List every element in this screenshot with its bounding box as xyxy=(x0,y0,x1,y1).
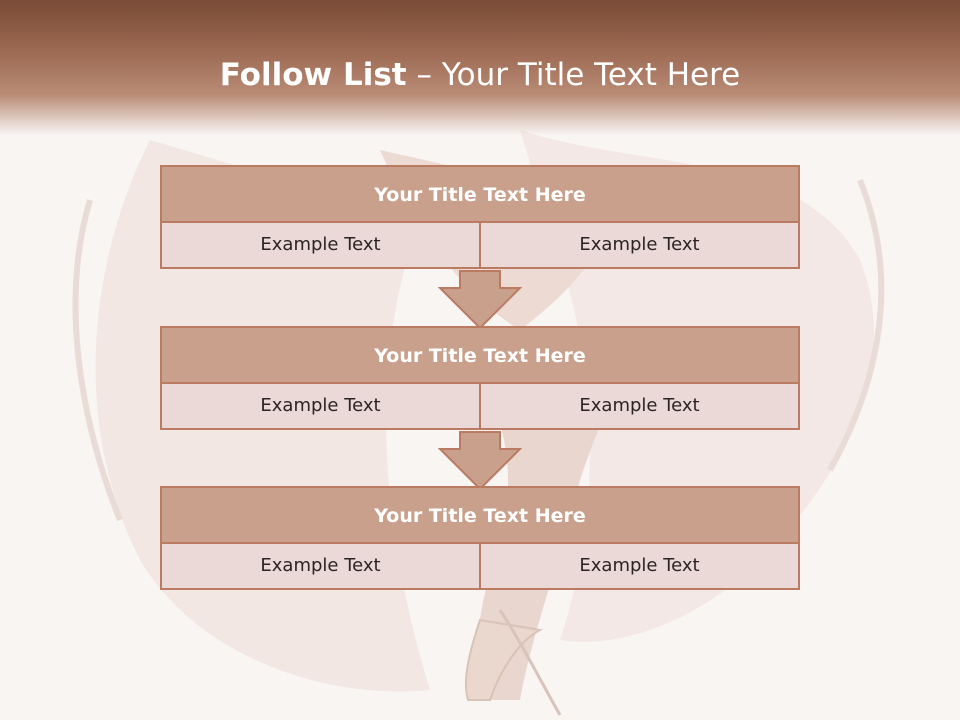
step-row: Example Text Example Text xyxy=(162,223,798,267)
slide-title: Follow List – Your Title Text Here xyxy=(0,53,960,97)
step-cell-left: Example Text xyxy=(162,384,479,428)
step-cell-right: Example Text xyxy=(479,544,798,588)
down-arrow-icon xyxy=(438,431,522,491)
step-box-3: Your Title Text Here Example Text Exampl… xyxy=(160,486,800,590)
step-row: Example Text Example Text xyxy=(162,384,798,428)
step-box-1: Your Title Text Here Example Text Exampl… xyxy=(160,165,800,269)
step-title: Your Title Text Here xyxy=(162,488,798,544)
step-title: Your Title Text Here xyxy=(162,328,798,384)
step-cell-left: Example Text xyxy=(162,223,479,267)
header-band xyxy=(0,0,960,135)
step-box-2: Your Title Text Here Example Text Exampl… xyxy=(160,326,800,430)
step-cell-right: Example Text xyxy=(479,384,798,428)
title-separator: – xyxy=(406,57,442,93)
title-rest: Your Title Text Here xyxy=(441,57,741,93)
step-cell-left: Example Text xyxy=(162,544,479,588)
step-cell-right: Example Text xyxy=(479,223,798,267)
step-title: Your Title Text Here xyxy=(162,167,798,223)
title-bold: Follow List xyxy=(219,57,407,93)
down-arrow-icon xyxy=(438,270,522,330)
step-row: Example Text Example Text xyxy=(162,544,798,588)
